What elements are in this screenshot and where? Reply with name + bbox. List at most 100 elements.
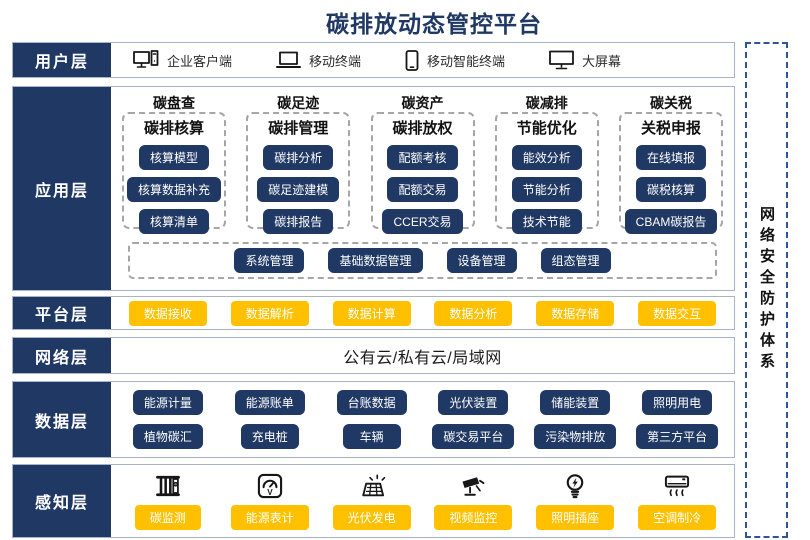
- app-category-title: 碳关税: [650, 95, 692, 111]
- app-group-box: 碳排管理 碳排分析 碳足迹建模 碳排报告: [246, 112, 351, 234]
- data-source-chip: 能源账单: [234, 390, 305, 415]
- platform-chip: 数据分析: [434, 300, 513, 326]
- layer-perception-label: 感知层: [13, 465, 111, 537]
- sense-light-socket: 照明插座: [536, 472, 615, 530]
- layer-application: 应用层 碳盘查 碳排核算 核算模型 核算数据补充 核算清单 碳足迹 碳排管理: [12, 86, 735, 291]
- app-group-box: 碳排放权 配额考核 配额交易 CCER交易: [370, 112, 475, 234]
- app-module-chip: 碳排报告: [263, 209, 334, 234]
- user-terminal-label: 大屏幕: [582, 53, 622, 69]
- layer-user-label: 用户层: [13, 43, 111, 77]
- app-module-chip: 核算数据补充: [126, 177, 221, 202]
- app-module-chip: 配额考核: [387, 145, 458, 170]
- app-common-chip: 系统管理: [234, 248, 305, 273]
- sense-chip: 照明插座: [536, 505, 615, 530]
- app-module-chip: CCER交易: [382, 209, 463, 234]
- security-system-label: 网络安全防护体系: [758, 206, 775, 374]
- data-source-chip: 照明用电: [642, 390, 713, 415]
- app-common-chip: 基础数据管理: [328, 248, 423, 273]
- layer-perception-content: 碳监测 V 能源表计: [111, 465, 734, 537]
- app-column-carbon-footprint: 碳足迹 碳排管理 碳排分析 碳足迹建模 碳排报告: [246, 93, 351, 234]
- platform-chip: 数据存储: [536, 300, 615, 326]
- carbon-monitor-icon: [153, 472, 183, 500]
- user-terminal-bigscreen: 大屏幕: [549, 50, 621, 70]
- app-module-chip: 碳排分析: [263, 145, 334, 170]
- app-group-title: 关税申报: [640, 120, 701, 137]
- large-screen-icon: [549, 50, 574, 70]
- app-category-title: 碳资产: [401, 95, 444, 111]
- platform-chip: 数据解析: [230, 300, 309, 326]
- app-column-carbon-tariff: 碳关税 关税申报 在线填报 碳税核算 CBAM碳报告: [619, 93, 723, 234]
- cctv-camera-icon: [458, 472, 488, 500]
- platform-chip: 数据交互: [638, 300, 717, 326]
- layer-application-label: 应用层: [13, 87, 111, 290]
- data-source-chip: 碳交易平台: [432, 424, 515, 449]
- sense-chip: 空调制冷: [638, 505, 717, 530]
- app-module-chip: 能效分析: [511, 145, 582, 170]
- platform-chip: 数据接收: [128, 300, 207, 326]
- user-terminal-label: 企业客户端: [167, 53, 233, 69]
- data-source-chip: 第三方平台: [636, 424, 719, 449]
- data-source-chip: 光伏装置: [438, 390, 509, 415]
- user-terminal-label: 移动智能终端: [427, 53, 506, 69]
- app-group-box: 节能优化 能效分析 节能分析 技术节能: [494, 112, 599, 234]
- app-category-title: 碳减排: [525, 95, 568, 111]
- layer-perception: 感知层 碳监测: [12, 464, 735, 538]
- app-group-box: 关税申报 在线填报 碳税核算 CBAM碳报告: [619, 112, 723, 234]
- light-bulb-icon: [560, 472, 590, 500]
- app-common-chip: 设备管理: [446, 248, 517, 273]
- desktop-computer-icon: [133, 50, 159, 70]
- app-module-chip: 节能分析: [511, 177, 582, 202]
- data-source-chip: 充电桩: [240, 424, 299, 449]
- layer-network-label: 网络层: [13, 338, 111, 373]
- data-source-chip: 车辆: [342, 424, 401, 449]
- app-column-carbon-reduction: 碳减排 节能优化 能效分析 节能分析 技术节能: [494, 93, 599, 234]
- app-group-title: 节能优化: [516, 120, 577, 137]
- app-common-chip: 组态管理: [540, 248, 611, 273]
- app-group-title: 碳排管理: [268, 120, 329, 137]
- app-module-chip: 技术节能: [511, 209, 582, 234]
- page-title: 碳排放动态管控平台: [326, 11, 542, 37]
- layer-platform: 平台层 数据接收 数据解析 数据计算 数据分析 数据存储 数据交互: [12, 296, 735, 330]
- smartphone-icon: [405, 49, 419, 71]
- layer-data-content: 能源计量 能源账单 台账数据 光伏装置 储能装置 照明用电 植物碳汇 充电桩 车…: [111, 382, 734, 457]
- app-category-title: 碳足迹: [277, 95, 320, 111]
- user-terminal-smart-mobile: 移动智能终端: [405, 49, 506, 71]
- app-module-chip: 碳税核算: [635, 177, 706, 202]
- sense-chip: 光伏发电: [332, 505, 411, 530]
- security-system-bar: 网络安全防护体系: [745, 42, 788, 538]
- app-module-chip: CBAM碳报告: [624, 209, 718, 234]
- solar-power-icon: [357, 472, 387, 500]
- sense-video-surveillance: 视频监控: [434, 472, 513, 530]
- data-source-chip: 污染物排放: [534, 424, 617, 449]
- sense-chip: 碳监测: [134, 505, 201, 530]
- energy-meter-icon: V: [255, 472, 285, 500]
- layer-data-label: 数据层: [13, 382, 111, 457]
- svg-text:V: V: [267, 488, 273, 497]
- platform-chip: 数据计算: [332, 300, 411, 326]
- data-source-chip: 台账数据: [336, 390, 407, 415]
- data-source-chip: 植物碳汇: [132, 424, 203, 449]
- layer-data: 数据层 能源计量 能源账单 台账数据 光伏装置 储能装置 照明用电 植物碳汇 充…: [12, 381, 735, 458]
- user-terminal-enterprise: 企业客户端: [133, 50, 232, 70]
- app-column-carbon-inventory: 碳盘查 碳排核算 核算模型 核算数据补充 核算清单: [122, 93, 226, 234]
- laptop-icon: [276, 51, 302, 69]
- network-cloud-text: 公有云/私有云/局域网: [343, 349, 502, 367]
- layer-network: 网络层 公有云/私有云/局域网: [12, 337, 735, 374]
- sense-solar-power: 光伏发电: [332, 472, 411, 530]
- app-group-title: 碳排核算: [143, 120, 204, 137]
- app-common-modules-box: 系统管理 基础数据管理 设备管理 组态管理: [128, 242, 717, 279]
- air-conditioner-icon: [662, 472, 692, 500]
- sense-chip: 能源表计: [230, 505, 309, 530]
- app-column-carbon-asset: 碳资产 碳排放权 配额考核 配额交易 CCER交易: [370, 93, 475, 234]
- sense-energy-meter: V 能源表计: [230, 472, 309, 530]
- sense-chip: 视频监控: [434, 505, 513, 530]
- layer-platform-content: 数据接收 数据解析 数据计算 数据分析 数据存储 数据交互: [111, 297, 734, 329]
- app-module-chip: 在线填报: [635, 145, 706, 170]
- sense-air-conditioner: 空调制冷: [638, 472, 717, 530]
- app-group-title: 碳排放权: [392, 120, 453, 137]
- layer-application-content: 碳盘查 碳排核算 核算模型 核算数据补充 核算清单 碳足迹 碳排管理 碳排分析 …: [111, 87, 734, 290]
- app-module-chip: 核算清单: [138, 209, 209, 234]
- app-module-chip: 配额交易: [387, 177, 458, 202]
- app-module-chip: 碳足迹建模: [257, 177, 340, 202]
